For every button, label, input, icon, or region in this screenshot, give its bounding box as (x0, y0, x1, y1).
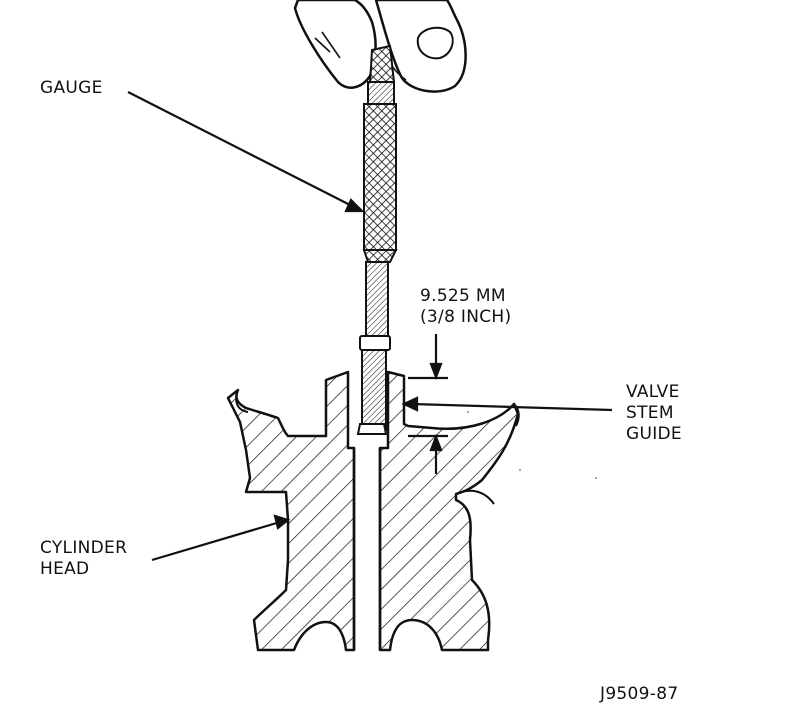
cylinder-head-line-1: CYLINDER (40, 538, 128, 558)
gauge-handle-knurl (363, 103, 397, 251)
hand-fingers (293, 0, 467, 93)
gauge-probe-end (356, 423, 388, 435)
dimension-marks (408, 334, 448, 474)
gauge-leader (127, 91, 357, 209)
gauge-shaft (365, 261, 389, 343)
leader-lines (127, 91, 613, 562)
gauge-tool (356, 44, 398, 435)
fingernail (416, 26, 454, 60)
valve-stem-guide-bore (352, 448, 382, 650)
cylinder-head-left (226, 370, 356, 652)
gauge-tip-knurl (368, 44, 396, 86)
gauge-collar (367, 81, 395, 105)
valve-stem-guide-line-2: STEM (626, 403, 674, 423)
valve-stem-guide-line-3: GUIDE (626, 424, 682, 444)
figure-id: J9509-87 (600, 684, 679, 704)
gauge-probe (361, 349, 387, 431)
valve-stem-guide-leader (411, 402, 613, 412)
left-finger (293, 0, 377, 89)
contour-details (235, 389, 520, 505)
scan-specks (467, 411, 597, 479)
gauge-lock-ring (359, 335, 391, 351)
gauge-label: GAUGE (40, 78, 103, 98)
cylinder-head-label: CYLINDER HEAD (40, 538, 127, 580)
measurement-label: 9.525 MM (3/8 INCH) (420, 286, 511, 328)
valve-stem-guide-line-1: VALVE (626, 382, 680, 402)
cylinder-head-right (378, 370, 520, 652)
cylinder-head-line-2: HEAD (40, 559, 90, 579)
measurement-imperial: (3/8 INCH) (420, 307, 512, 327)
measurement-metric: 9.525 MM (420, 286, 506, 306)
cylinder-head-leader (151, 520, 281, 562)
valve-stem-guide-label: VALVE STEM GUIDE (626, 382, 682, 445)
